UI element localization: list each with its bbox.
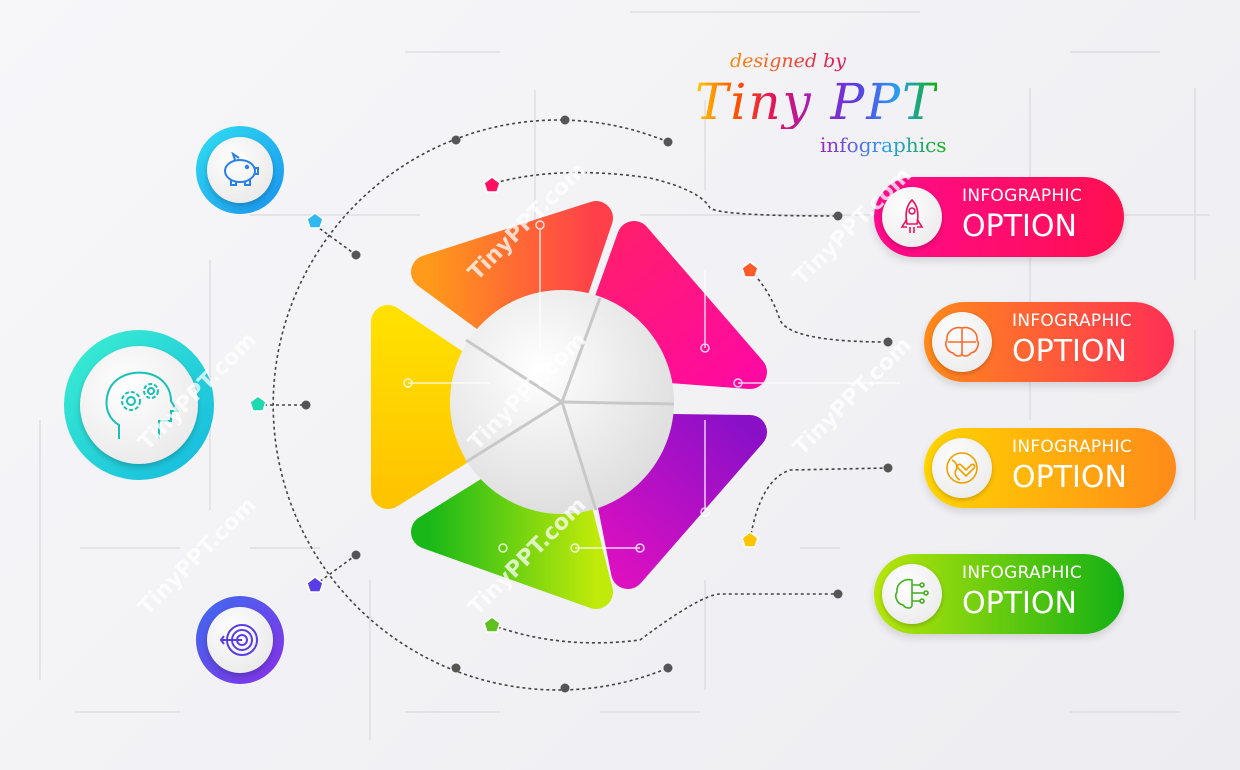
option-4-line1: INFOGRAPHIC	[962, 563, 1083, 583]
option-1-line2: OPTION	[962, 209, 1077, 244]
logo-subtitle: infographics	[820, 133, 947, 157]
head-gears-icon	[105, 371, 179, 439]
option-3-line2: OPTION	[1012, 460, 1127, 495]
option-2-line1: INFOGRAPHIC	[1012, 311, 1133, 331]
tinyppt-logo: designed by Tiny PPT infographics	[695, 50, 995, 162]
pentagon-markers	[249, 176, 759, 633]
brain-puzzle-icon	[945, 326, 979, 357]
option-pill-1[interactable]: INFOGRAPHIC OPTION	[874, 177, 1124, 257]
head-gears-circle	[64, 330, 214, 480]
option-2-line2: OPTION	[1012, 334, 1127, 369]
globe-heart-icon	[946, 452, 978, 484]
option-3-line1: INFOGRAPHIC	[1012, 437, 1133, 457]
piggy-bank-icon	[224, 152, 259, 186]
piggy-bank-circle	[196, 126, 284, 214]
option-1-line1: INFOGRAPHIC	[962, 186, 1083, 206]
option-pill-2[interactable]: INFOGRAPHIC OPTION	[924, 302, 1174, 382]
option-pill-4[interactable]: INFOGRAPHIC OPTION	[874, 554, 1124, 634]
rocket-icon	[900, 198, 924, 233]
target-circle	[196, 596, 284, 684]
target-arrow-icon	[220, 624, 258, 656]
brain-circuit-icon	[895, 578, 929, 609]
logo-brand: Tiny PPT	[695, 73, 938, 131]
option-4-line2: OPTION	[962, 586, 1077, 621]
dotted-connectors	[258, 119, 889, 691]
logo-designed-by: designed by	[730, 50, 846, 72]
center-circle-segments	[465, 297, 675, 511]
option-pill-3[interactable]: INFOGRAPHIC OPTION	[924, 428, 1176, 508]
connector-dots	[301, 115, 893, 693]
petal-guide-lines	[403, 220, 900, 553]
